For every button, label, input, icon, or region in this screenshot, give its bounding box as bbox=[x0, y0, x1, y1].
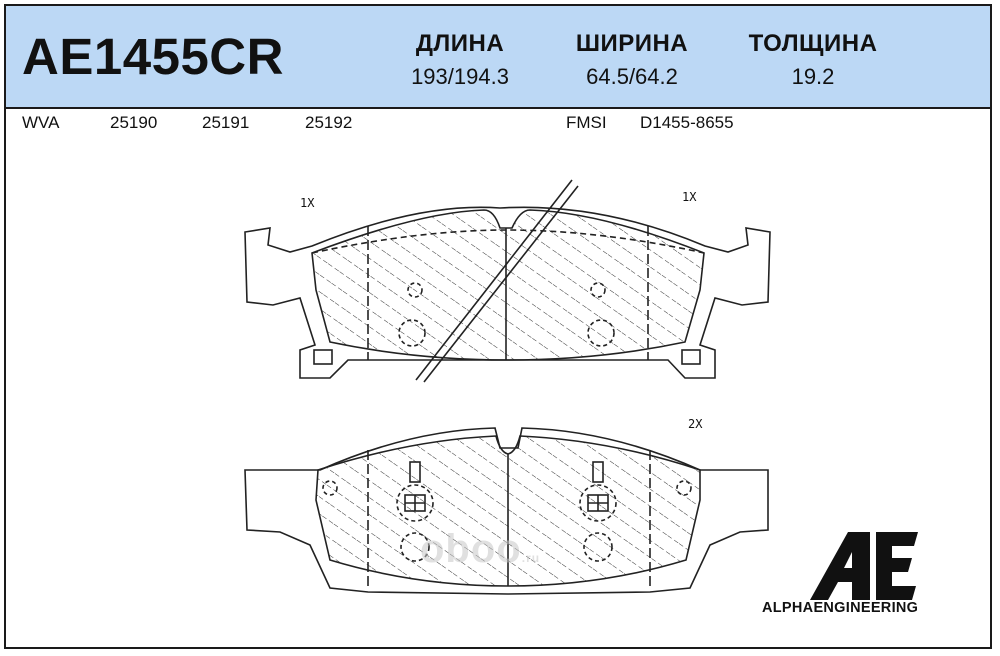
wva-number: 25191 bbox=[202, 113, 250, 132]
watermark-text: oboo bbox=[420, 527, 522, 571]
part-number: AE1455CR bbox=[22, 28, 284, 85]
width-label: ШИРИНА bbox=[575, 30, 689, 57]
length-value: 193/194.3 bbox=[411, 64, 509, 89]
fmsi-label: FMSI bbox=[566, 113, 607, 132]
brand-name: ALPHAENGINEERING bbox=[762, 600, 919, 616]
wva-number: 25190 bbox=[110, 113, 158, 132]
wva-label: WVA bbox=[22, 113, 60, 132]
qty-label: 1X bbox=[300, 196, 315, 210]
drawing-frame bbox=[4, 4, 992, 649]
bottom-pad-backplate bbox=[244, 427, 769, 595]
header-band bbox=[4, 4, 992, 109]
qty-label: 1X bbox=[682, 190, 697, 204]
thickness-label: ТОЛЩИНА bbox=[748, 30, 878, 57]
qty-label: 2X bbox=[688, 417, 703, 431]
top-pad-clip-right bbox=[681, 349, 701, 365]
watermark-suffix: .ru bbox=[521, 551, 541, 565]
top-pad-clip-left bbox=[313, 349, 333, 365]
length-spec: ДЛИНА 193/194.3 bbox=[395, 30, 525, 90]
thickness-value: 19.2 bbox=[791, 64, 835, 89]
fmsi-number: D1455-8655 bbox=[640, 113, 734, 132]
watermark: oboo.ru bbox=[420, 527, 540, 572]
length-label: ДЛИНА bbox=[415, 30, 505, 57]
wear-sensor-line bbox=[415, 179, 573, 381]
top-brake-pad bbox=[244, 179, 771, 383]
top-pad-friction bbox=[311, 209, 705, 361]
ae-logo-icon bbox=[810, 532, 918, 600]
bottom-brake-pad bbox=[244, 427, 769, 595]
width-spec: ШИРИНА 64.5/64.2 bbox=[567, 30, 697, 90]
thickness-spec: ТОЛЩИНА 19.2 bbox=[738, 30, 888, 90]
width-value: 64.5/64.2 bbox=[586, 64, 678, 89]
wva-number: 25192 bbox=[305, 113, 353, 132]
top-pad-backplate bbox=[244, 206, 771, 379]
